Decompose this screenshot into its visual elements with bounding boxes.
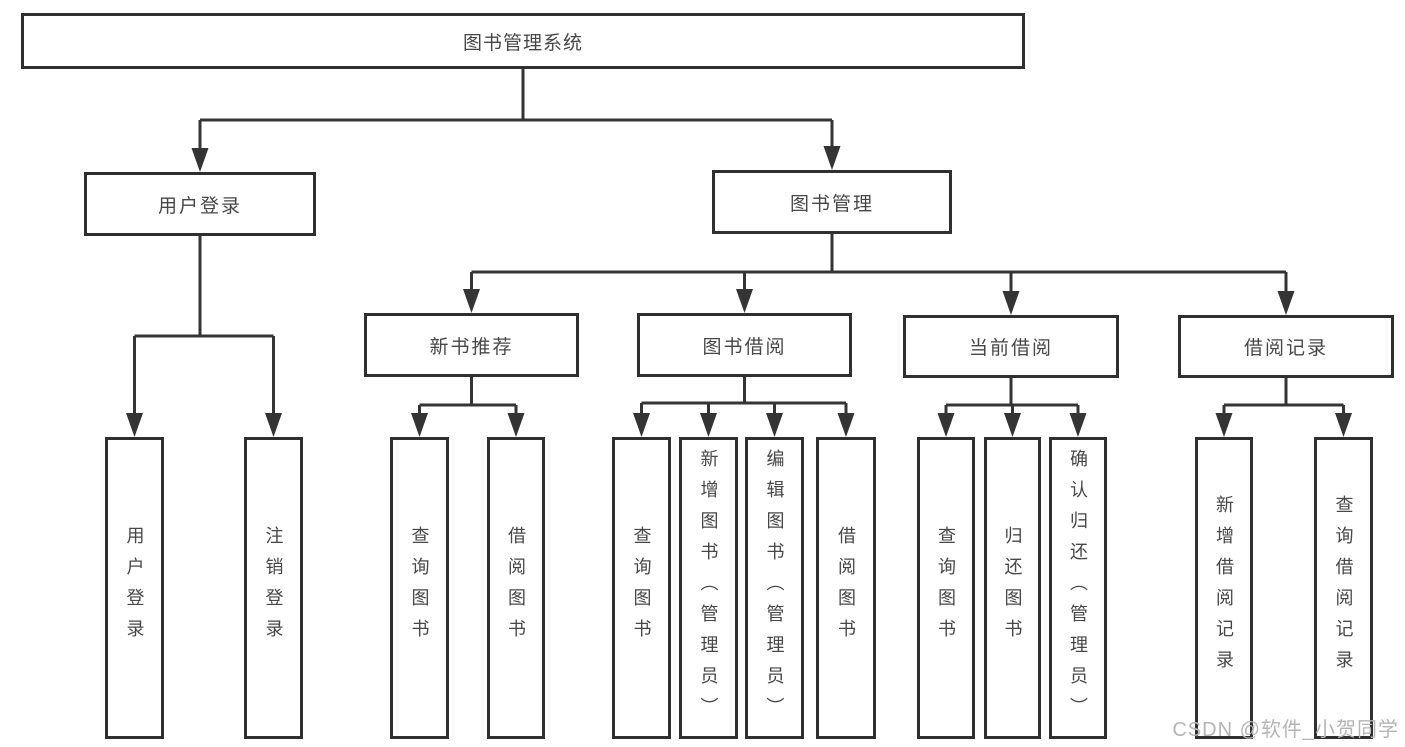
- leaf-edit-books-admin: 编辑图书（管理员）: [745, 437, 804, 739]
- node-library-management-system: 图书管理系统: [21, 13, 1025, 69]
- leaf-confirm-return-admin: 确认归还（管理员）: [1049, 437, 1107, 739]
- node-label: 图书管理: [789, 193, 874, 215]
- node-label: 查询图书: [409, 526, 430, 650]
- node-label: 注销登录: [263, 526, 284, 650]
- node-borrowing-records: 借阅记录: [1178, 315, 1394, 378]
- node-label: 借阅图书: [506, 526, 526, 650]
- leaf-query-books-recommend: 查询图书: [390, 437, 449, 739]
- node-label: 当前借阅: [968, 338, 1053, 359]
- node-label: 查询图书: [631, 526, 652, 650]
- leaf-query-books-borrowing: 查询图书: [612, 437, 671, 739]
- leaf-return-books: 归还图书: [984, 437, 1041, 739]
- leaf-logout-login: 注销登录: [244, 437, 303, 739]
- leaf-borrow-books: 借阅图书: [816, 437, 876, 739]
- node-label: 图书管理系统: [462, 32, 583, 54]
- node-book-borrowing: 图书借阅: [637, 313, 852, 377]
- leaf-query-borrow-record: 查询借阅记录: [1314, 437, 1373, 739]
- node-label: 图书借阅: [702, 336, 787, 358]
- node-book-management: 图书管理: [712, 170, 952, 234]
- node-current-borrowing: 当前借阅: [903, 315, 1119, 378]
- leaf-user-login: 用户登录: [105, 437, 164, 739]
- leaf-add-borrow-record: 新增借阅记录: [1195, 437, 1253, 739]
- node-new-book-recommend: 新书推荐: [364, 313, 579, 377]
- node-user-login: 用户登录: [84, 172, 316, 236]
- node-label: 编辑图书（管理员）: [764, 448, 785, 728]
- leaf-query-books-current: 查询图书: [917, 437, 975, 739]
- leaf-add-books-admin: 新增图书（管理员）: [679, 437, 738, 739]
- node-label: 确认归还（管理员）: [1068, 448, 1088, 728]
- node-label: 用户登录: [124, 526, 145, 650]
- node-label: 新增图书（管理员）: [698, 448, 719, 728]
- node-label: 查询图书: [936, 526, 956, 650]
- node-label: 借阅图书: [836, 526, 856, 650]
- node-label: 归还图书: [1002, 526, 1023, 650]
- node-label: 查询借阅记录: [1333, 495, 1354, 681]
- node-label: 新增借阅记录: [1214, 495, 1234, 681]
- watermark-text: CSDN @软件_小贺同学: [1172, 719, 1399, 741]
- node-label: 借阅记录: [1243, 338, 1328, 359]
- leaf-borrow-books-recommend: 借阅图书: [487, 437, 545, 739]
- node-label: 用户登录: [157, 195, 242, 217]
- node-label: 新书推荐: [429, 336, 514, 358]
